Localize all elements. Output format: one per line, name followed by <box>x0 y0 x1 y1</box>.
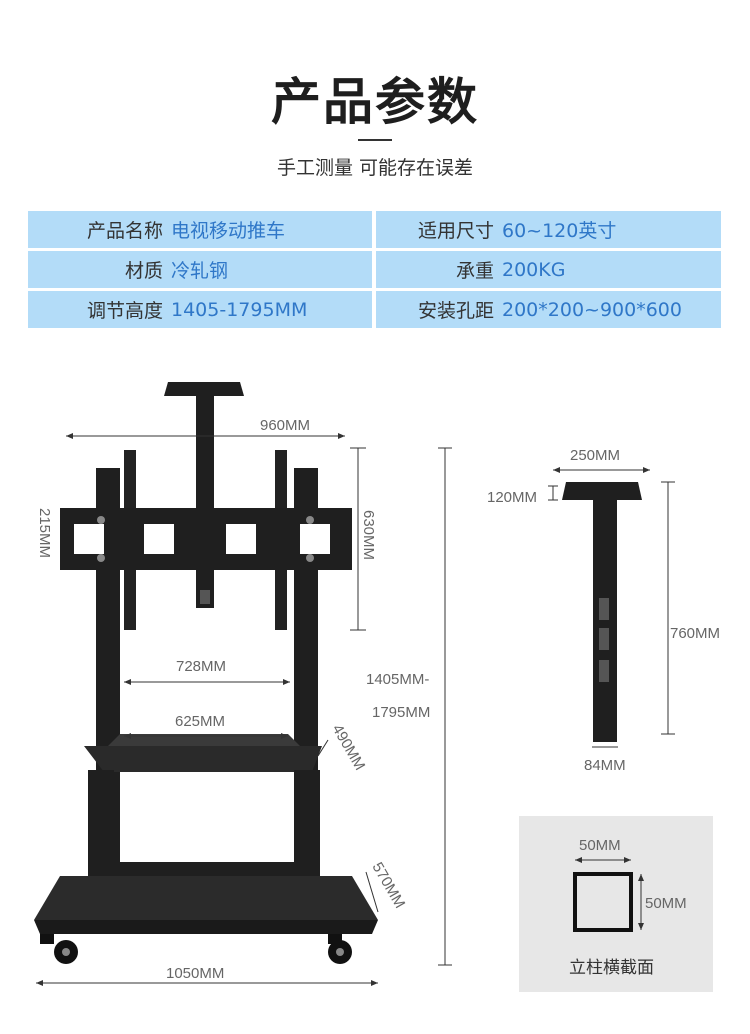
spec-value: 200*200~900*600 <box>502 298 682 321</box>
spec-value: 电视移动推车 <box>171 220 286 242</box>
dim-215: 215MM <box>36 508 53 558</box>
spec-table: 产品名称 电视移动推车 适用尺寸 60~120英寸 材质 冷轧钢 承重 200K… <box>28 211 721 331</box>
spec-label: 适用尺寸 <box>417 220 494 242</box>
spec-cell: 产品名称 电视移动推车 <box>28 211 372 248</box>
caster-wheels <box>40 934 352 964</box>
page-title: 产品参数 <box>271 73 479 131</box>
spec-cell: 调节高度 1405-1795MM <box>28 291 372 328</box>
spec-cell: 适用尺寸 60~120英寸 <box>376 211 721 248</box>
cross-section-panel: 50MM 50MM 立柱横截面 <box>519 816 713 992</box>
spec-cell: 材质 冷轧钢 <box>28 251 372 288</box>
page-subtitle: 手工测量 可能存在误差 <box>276 157 474 179</box>
dim-960: 960MM <box>260 417 310 434</box>
dim-250: 250MM <box>570 447 620 464</box>
dim-760: 760MM <box>670 625 720 642</box>
spec-label: 产品名称 <box>86 220 163 242</box>
spec-value: 冷轧钢 <box>171 260 229 282</box>
spec-label: 安装孔距 <box>417 300 494 322</box>
dim-84: 84MM <box>584 757 626 774</box>
cross-section-width: 50MM <box>579 837 621 854</box>
spec-value: 200KG <box>502 258 566 281</box>
cross-section-height: 50MM <box>645 895 687 912</box>
camera-shelf <box>164 382 244 608</box>
dim-1050: 1050MM <box>166 965 224 982</box>
mounting-plate <box>60 508 352 570</box>
camera-shelf-detail <box>562 482 642 742</box>
spec-row: 材质 冷轧钢 承重 200KG <box>28 251 721 288</box>
dim-630: 630MM <box>360 510 377 560</box>
dim-height-range-2: 1795MM <box>372 704 430 721</box>
spec-cell: 承重 200KG <box>376 251 721 288</box>
spec-label: 承重 <box>455 260 494 282</box>
spec-row: 产品名称 电视移动推车 适用尺寸 60~120英寸 <box>28 211 721 248</box>
spec-label: 材质 <box>124 260 163 282</box>
dim-490: 490MM <box>329 722 369 774</box>
cross-section-caption: 立柱横截面 <box>569 958 654 978</box>
dim-120: 120MM <box>487 489 537 506</box>
spec-label: 调节高度 <box>86 300 163 322</box>
dim-570: 570MM <box>369 860 409 912</box>
dim-728: 728MM <box>176 658 226 675</box>
cart-base <box>34 876 378 934</box>
spec-value: 60~120英寸 <box>502 220 617 242</box>
middle-tray <box>84 734 322 772</box>
dim-height-range-1: 1405MM- <box>366 671 429 688</box>
spec-row: 调节高度 1405-1795MM 安装孔距 200*200~900*600 <box>28 291 721 328</box>
spec-cell: 安装孔距 200*200~900*600 <box>376 291 721 328</box>
cross-section-diagram: 50MM 50MM 立柱横截面 <box>569 837 687 978</box>
title-divider <box>358 139 392 141</box>
dim-625: 625MM <box>175 713 225 730</box>
spec-value: 1405-1795MM <box>171 298 308 321</box>
